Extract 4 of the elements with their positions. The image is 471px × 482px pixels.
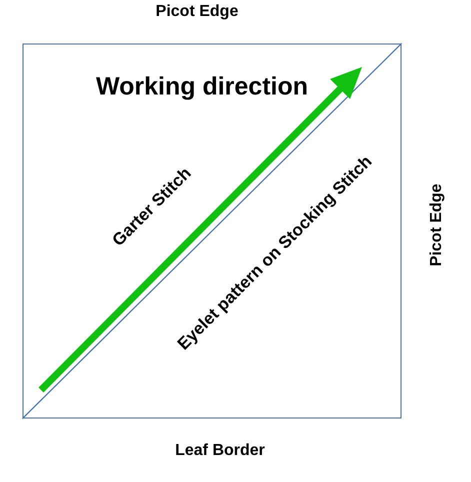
side-label: Picot Edge bbox=[428, 184, 446, 266]
direction-label: Working direction bbox=[96, 72, 308, 102]
side-label: Picot Edge bbox=[156, 3, 238, 21]
side-label: Leaf Border bbox=[175, 442, 265, 460]
